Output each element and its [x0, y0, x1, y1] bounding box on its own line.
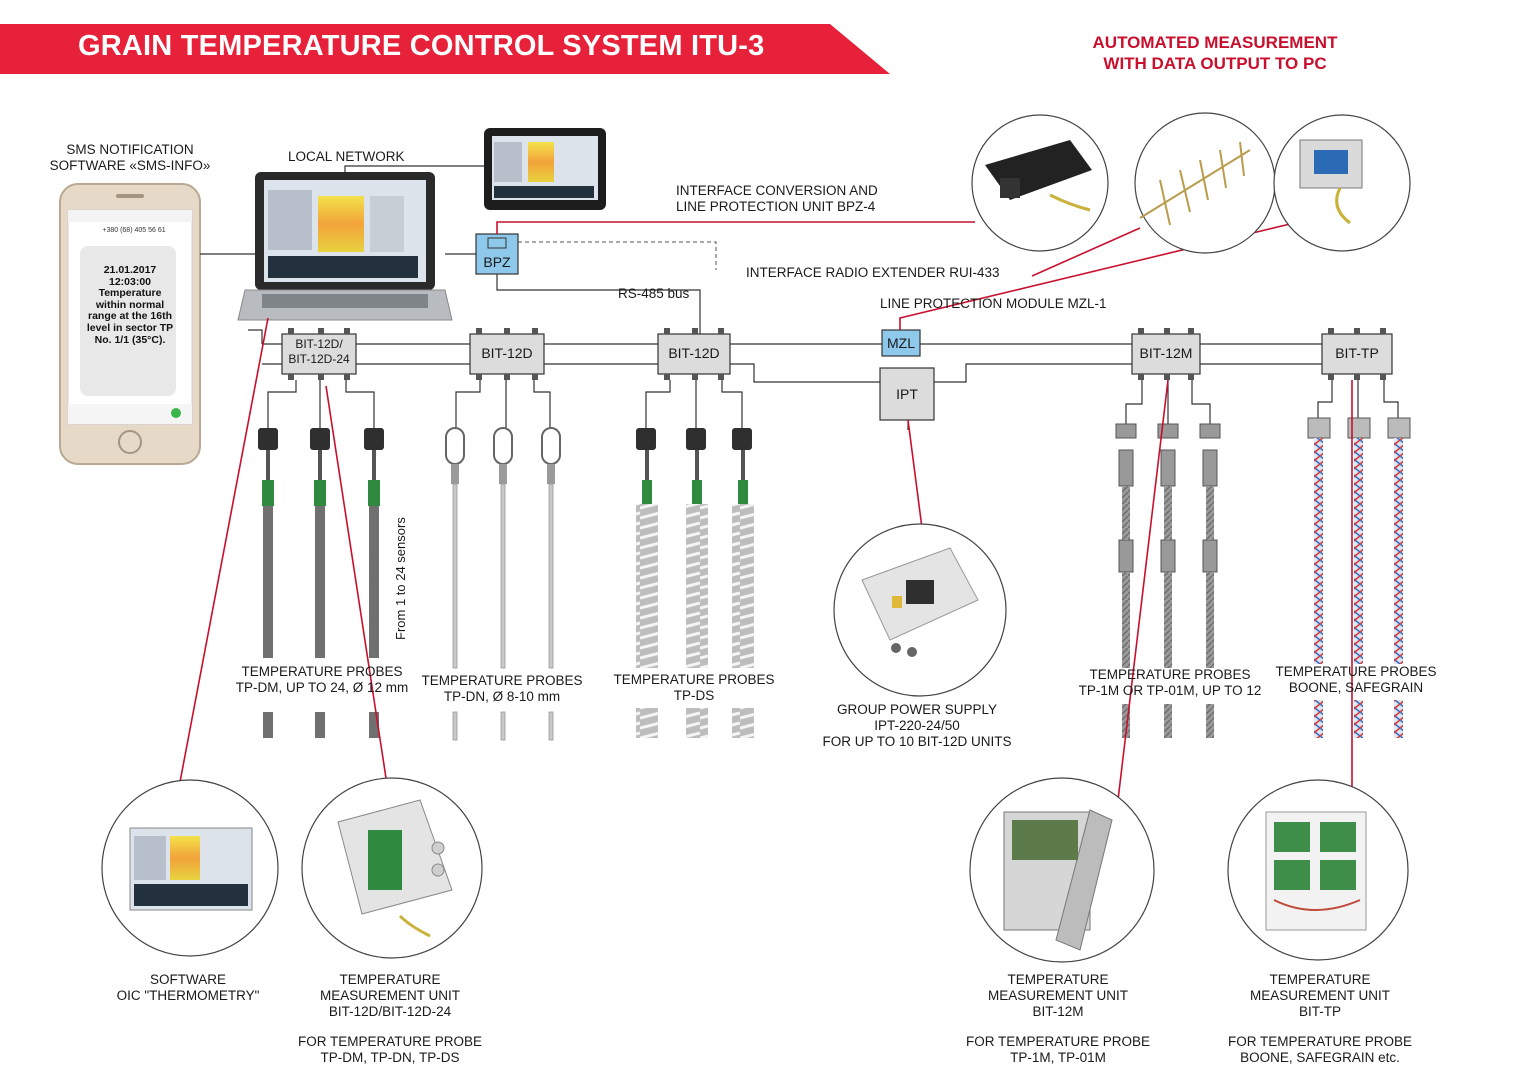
tpdm-caption: TEMPERATURE PROBES TP-DM, UP TO 24, Ø 12…: [222, 664, 422, 696]
power-supply-line-1: GROUP POWER SUPPLY: [836, 702, 998, 717]
software-caption: SOFTWARE OIC "THERMOMETRY": [100, 972, 276, 1004]
bit12m-unit-caption: TEMPERATURE MEASUREMENT UNIT BIT-12M FOR…: [956, 972, 1160, 1066]
boone-caption: TEMPERATURE PROBES BOONE, SAFEGRAIN: [1270, 664, 1442, 696]
bit12d-a-label: BIT-12D: [481, 345, 533, 361]
rs485-label: RS-485 bus: [618, 286, 690, 301]
bittp-for-line-1: FOR TEMPERATURE PROBE: [1227, 1034, 1413, 1049]
laptop: [237, 172, 453, 321]
phone-caption-line-1: SMS NOTIFICATION: [66, 142, 194, 157]
bpz-caption-line-1: INTERFACE CONVERSION AND: [676, 183, 878, 198]
software-caption-line-2: OIC "THERMOMETRY": [116, 988, 260, 1003]
unit-boxes: [281, 328, 1393, 421]
rs485-bus: [248, 274, 1322, 383]
bit12m-unit-line-2: MEASUREMENT UNIT: [987, 988, 1128, 1003]
tpdm-caption-line-1: TEMPERATURE PROBES: [241, 664, 403, 679]
bit12d24-label-line-2: BIT-12D-24: [288, 352, 350, 366]
ipt-label: IPT: [896, 386, 918, 402]
tp1m-caption-line-1: TEMPERATURE PROBES: [1089, 667, 1251, 682]
bit12m-for-line-2: TP-1M, TP-01M: [1010, 1050, 1106, 1065]
power-supply-caption: GROUP POWER SUPPLY IPT-220-24/50 FOR UP …: [812, 702, 1022, 750]
bpz-caption: INTERFACE CONVERSION AND LINE PROTECTION…: [676, 183, 878, 215]
bit12d-unit-line-1: TEMPERATURE: [339, 972, 441, 987]
tpds-caption: TEMPERATURE PROBES TP-DS: [606, 672, 782, 704]
tpds-caption-line-1: TEMPERATURE PROBES: [613, 672, 775, 687]
bittp-label: BIT-TP: [1335, 345, 1379, 361]
tpdm-caption-line-2: TP-DM, UP TO 24, Ø 12 mm: [235, 680, 409, 695]
power-supply-line-2: IPT-220-24/50: [874, 718, 960, 733]
bittp-for-line-2: BOONE, SAFEGRAIN etc.: [1240, 1050, 1400, 1065]
power-supply-line-3: FOR UP TO 10 BIT-12D UNITS: [822, 734, 1012, 749]
phone-caption-line-2: SOFTWARE «SMS-INFO»: [49, 158, 211, 173]
tpds-caption-line-2: TP-DS: [673, 688, 715, 703]
probes-tpds: [636, 428, 754, 738]
boone-caption-line-2: BOONE, SAFEGRAIN: [1288, 680, 1424, 695]
mzl-label: MZL: [887, 335, 915, 351]
software-screen-photo: [129, 827, 253, 911]
bittp-unit-photo: [1265, 811, 1367, 931]
bit12m-unit-line-3: BIT-12M: [1032, 1004, 1084, 1019]
bit12d-for-line-2: TP-DM, TP-DN, TP-DS: [320, 1050, 460, 1065]
tpdn-caption: TEMPERATURE PROBES TP-DN, Ø 8-10 mm: [414, 673, 590, 705]
local-network-label: LOCAL NETWORK: [288, 149, 405, 164]
bpz-caption-line-2: LINE PROTECTION UNIT BPZ-4: [676, 199, 876, 214]
bit12m-label: BIT-12M: [1139, 345, 1193, 361]
mzl-caption: LINE PROTECTION MODULE MZL-1: [880, 296, 1107, 311]
title-banner: [0, 24, 890, 74]
phone-caption: SMS NOTIFICATION SOFTWARE «SMS-INFO»: [40, 142, 220, 174]
local-network-wires: [200, 165, 484, 255]
bit12m-unit-line-1: TEMPERATURE: [1007, 972, 1109, 987]
callout-images: [129, 139, 1367, 951]
rui-caption: INTERFACE RADIO EXTENDER RUI-433: [746, 265, 1000, 280]
software-caption-line-1: SOFTWARE: [150, 972, 226, 987]
smartphone: [59, 183, 201, 465]
antenna-photo: [1139, 141, 1251, 226]
probe-drop-wires: [267, 380, 1399, 430]
bit12m-unit-photo: [1003, 809, 1113, 951]
mzl-module-photo: [1299, 139, 1363, 225]
probes-tpdn: [445, 427, 561, 741]
tp1m-caption: TEMPERATURE PROBES TP-1M OR TP-01M, UP T…: [1070, 667, 1270, 699]
page-title: GRAIN TEMPERATURE CONTROL SYSTEM ITU-3: [78, 30, 765, 62]
tpdm-sensors-label: From 1 to 24 sensors: [393, 517, 408, 640]
probes-boone: [1307, 417, 1411, 738]
tpdn-caption-line-2: TP-DN, Ø 8-10 mm: [443, 689, 561, 704]
boone-caption-line-1: TEMPERATURE PROBES: [1275, 664, 1437, 679]
phone-number: +380 (68) 405 56 61: [102, 227, 166, 234]
probes-tpdm: [258, 428, 384, 738]
bit12d-b-label: BIT-12D: [668, 345, 720, 361]
bittp-unit-line-1: TEMPERATURE: [1269, 972, 1371, 987]
bit12d24-label-line-1: BIT-12D/: [295, 337, 343, 351]
probes-tp1m: [1115, 423, 1221, 738]
callout-lines: [179, 221, 1353, 801]
bpz-label: BPZ: [483, 254, 511, 270]
bittp-unit-line-2: MEASUREMENT UNIT: [1249, 988, 1390, 1003]
radio-link-line: [518, 241, 717, 270]
bittp-unit-caption: TEMPERATURE MEASUREMENT UNIT BIT-TP FOR …: [1218, 972, 1422, 1066]
tp1m-caption-line-2: TP-1M OR TP-01M, UP TO 12: [1078, 683, 1262, 698]
subtitle: AUTOMATED MEASUREMENT WITH DATA OUTPUT T…: [1060, 32, 1370, 74]
bit12d-unit-line-2: MEASUREMENT UNIT: [319, 988, 460, 1003]
bit12m-for-line-1: FOR TEMPERATURE PROBE: [965, 1034, 1151, 1049]
sms-message: 21.01.2017 12:03:00 Temperature within n…: [86, 264, 174, 346]
bit12d24-label: BIT-12D/ BIT-12D-24: [282, 337, 356, 367]
tablet: [484, 128, 606, 210]
bit12d-unit-photo: [337, 799, 453, 938]
bit12d-unit-caption: TEMPERATURE MEASUREMENT UNIT BIT-12D/BIT…: [290, 972, 490, 1066]
subtitle-line-2: WITH DATA OUTPUT TO PC: [1103, 54, 1327, 73]
subtitle-line-1: AUTOMATED MEASUREMENT: [1092, 33, 1338, 52]
bit12d-unit-line-3: BIT-12D/BIT-12D-24: [328, 1004, 452, 1019]
bit12d-for-line-1: FOR TEMPERATURE PROBE: [297, 1034, 483, 1049]
power-supply-photo: [861, 547, 979, 657]
tpdn-caption-line-1: TEMPERATURE PROBES: [421, 673, 583, 688]
bpz-unit-photo: [985, 140, 1092, 212]
bittp-unit-line-3: BIT-TP: [1298, 1004, 1341, 1019]
